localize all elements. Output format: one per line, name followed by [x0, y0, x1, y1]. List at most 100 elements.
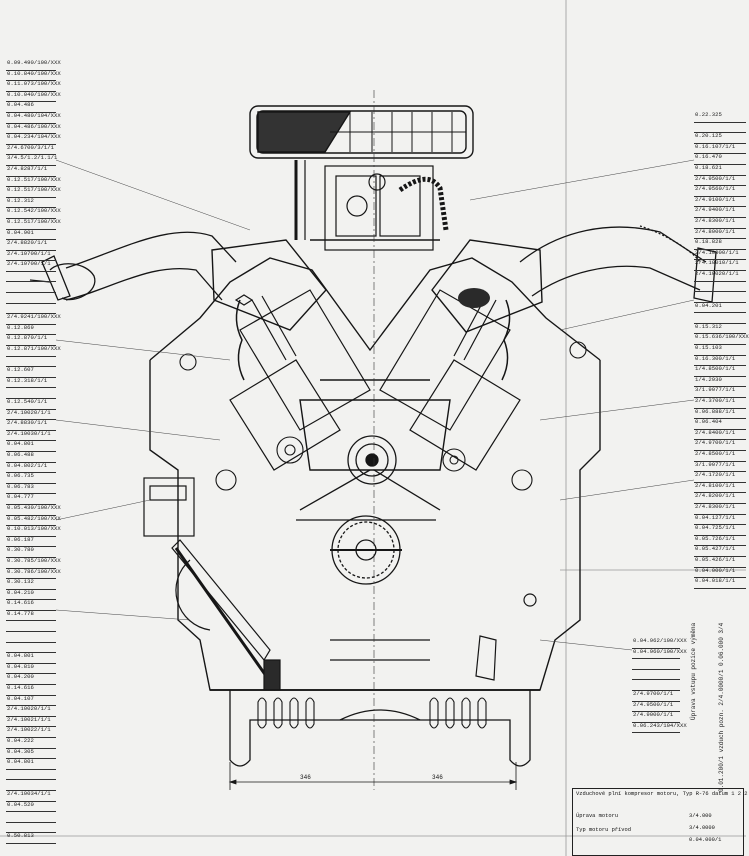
- callout-item: 2/4.3700/1/1: [694, 398, 746, 409]
- callout-item: 2/4.8830/1/1: [6, 420, 56, 431]
- callout-item: 0.22.325: [694, 112, 746, 123]
- spark-plug-right: [458, 288, 490, 308]
- callout-item: 2/4.8287/1/1: [6, 166, 56, 177]
- callout-item: 2/4.9400/1/1: [694, 207, 746, 218]
- callout-item: 2/4.10034/1/1: [6, 791, 56, 802]
- callout-item: 1/4.2930: [694, 377, 746, 388]
- callout-item: [694, 292, 746, 303]
- callout-item: 0.05.726/1/1: [694, 536, 746, 547]
- callout-item: 0.04.801: [6, 759, 56, 770]
- side-note-2: Úprava vstupu pozice výměna: [690, 622, 697, 720]
- callout-item: 0.12.870/1/1: [6, 335, 56, 347]
- callout-item: 0.50.813: [6, 833, 56, 844]
- callout-item: 0.15.636/100/XXX: [694, 334, 749, 346]
- callout-item: 0.04.201: [694, 302, 746, 314]
- callout-item: 0.15.312: [694, 324, 746, 335]
- title-block-name-1: Úprava motoru: [576, 813, 619, 819]
- callout-item: 0.20.125: [694, 133, 746, 144]
- callout-item: 2/4.8100/1/1: [694, 483, 746, 494]
- callout-item: 0.06.783: [6, 484, 56, 495]
- callout-item: [6, 632, 56, 643]
- oil-sump: [210, 639, 540, 767]
- width-dimension-line: [228, 762, 518, 790]
- callout-item: 0.10.013/100/XXX: [6, 526, 61, 537]
- callout-item: 2/4.8500/1/1: [694, 451, 746, 462]
- air-filter-box: [249, 105, 474, 159]
- callout-item: 0.12.869: [6, 325, 56, 336]
- callout-item: [632, 680, 680, 691]
- callout-item: [6, 293, 56, 304]
- callout-item: 2/4.10022/1/1: [6, 727, 56, 738]
- callout-item: 0.10.840/100/XXX: [6, 70, 61, 82]
- dimension-label-right: 346: [432, 774, 443, 781]
- callout-item: 0.04.520: [6, 801, 56, 813]
- callout-item: 2/4.8820/1/1: [6, 240, 56, 251]
- callout-item: [6, 812, 56, 823]
- callout-item: 0.04.486/100/XXX: [6, 123, 61, 135]
- callout-item: 2/4.8400/1/1: [694, 430, 746, 441]
- callout-item: 2/4.9560/1/1: [694, 186, 746, 197]
- callout-item: 0.04.210: [6, 589, 56, 601]
- title-block-drawing-no: 3/4.000: [689, 813, 712, 819]
- callout-item: 0.12.871/100/XXX: [6, 346, 61, 357]
- callout-item: 0.16.300/1/1: [694, 355, 746, 367]
- callout-item: 0.04.777: [6, 494, 56, 505]
- callout-item: 0.05.482/100/XXX: [6, 515, 61, 527]
- callout-item: [632, 670, 680, 681]
- callout-item: [6, 388, 56, 399]
- callout-item: 0.04.200: [6, 674, 56, 686]
- callout-item: 0.04.000/1/1: [694, 567, 746, 579]
- callout-item: [6, 357, 56, 368]
- callout-item: [6, 621, 56, 633]
- callout-item: 0.12.542/100/XXX: [6, 208, 61, 219]
- callout-item: 0.06.488: [6, 452, 56, 463]
- side-note-1: 0.01.200/1 vzduch pozn. 2/4.0000/1 0.06.…: [718, 622, 725, 792]
- title-block: Vzduchové plní kompresor motoru, Typ R-7…: [572, 788, 748, 856]
- callout-item: 2/4.1720/1/1: [694, 472, 746, 483]
- callout-item: 0.04.725/1/1: [694, 525, 746, 536]
- callout-item: 2/4.9700/1/1: [632, 691, 680, 702]
- callout-item: 0.04.802/1/1: [6, 462, 56, 474]
- callout-item: 0.04.222: [6, 738, 56, 749]
- callout-item: 2/4.9500/1/1: [694, 175, 746, 187]
- callout-item: 0.04.480/104/XXX: [6, 113, 61, 124]
- callout-item: 0.04.018/1/1: [694, 578, 746, 589]
- callout-item: 2/4.9500/1/1: [632, 701, 680, 713]
- callout-item: 0.12.312: [6, 198, 56, 209]
- title-block-sheet-no: 3/4.0000: [689, 825, 715, 831]
- callout-item: 1/4.8500/1/1: [694, 366, 746, 377]
- callout-item: 0.04.801: [6, 653, 56, 664]
- callout-item: [6, 643, 56, 654]
- callout-item: 0.18.828: [694, 239, 746, 250]
- callout-item: 0.30.786/100/XXX: [6, 568, 61, 580]
- cylinder-bank-left: [229, 289, 371, 471]
- callout-item: 0.30.132: [6, 579, 56, 590]
- callout-item: 2/4.9000/1/1: [632, 712, 680, 723]
- callout-item: 2/4.9100/1/1: [694, 197, 746, 208]
- callout-item: 0.12.517/100/XXX: [6, 187, 61, 198]
- callout-item: 0.06.404: [694, 419, 746, 430]
- callout-item: 0.04.486: [6, 102, 56, 113]
- callout-item: [632, 659, 680, 670]
- callout-item: 2/4.10020/1/1: [6, 409, 56, 421]
- callout-item: 0.15.103: [694, 345, 746, 356]
- callout-item: 0.14.778: [6, 611, 56, 622]
- callout-item: 2/4.10000/1/1: [694, 250, 746, 261]
- callout-item: 2/4.10700/1/1: [6, 250, 56, 262]
- callout-item: 3/1.9077/1/1: [694, 387, 746, 399]
- title-block-header: Vzduchové plní kompresor motoru, Typ R-7…: [576, 791, 748, 797]
- callout-item: 0.04.234/104/XXX: [6, 134, 61, 145]
- callout-item: 0.18.621: [694, 165, 746, 176]
- callout-item: [6, 770, 56, 781]
- callout-item: 2/4.9241/100/XXX: [6, 314, 61, 325]
- callout-item: [6, 272, 56, 283]
- callout-item: 0.12.318/1/1: [6, 378, 56, 389]
- callout-item: 0.14.616: [6, 685, 56, 696]
- callout-item: 2/4.10030/1/1: [6, 431, 56, 442]
- callout-item: 0.04.810: [6, 664, 56, 675]
